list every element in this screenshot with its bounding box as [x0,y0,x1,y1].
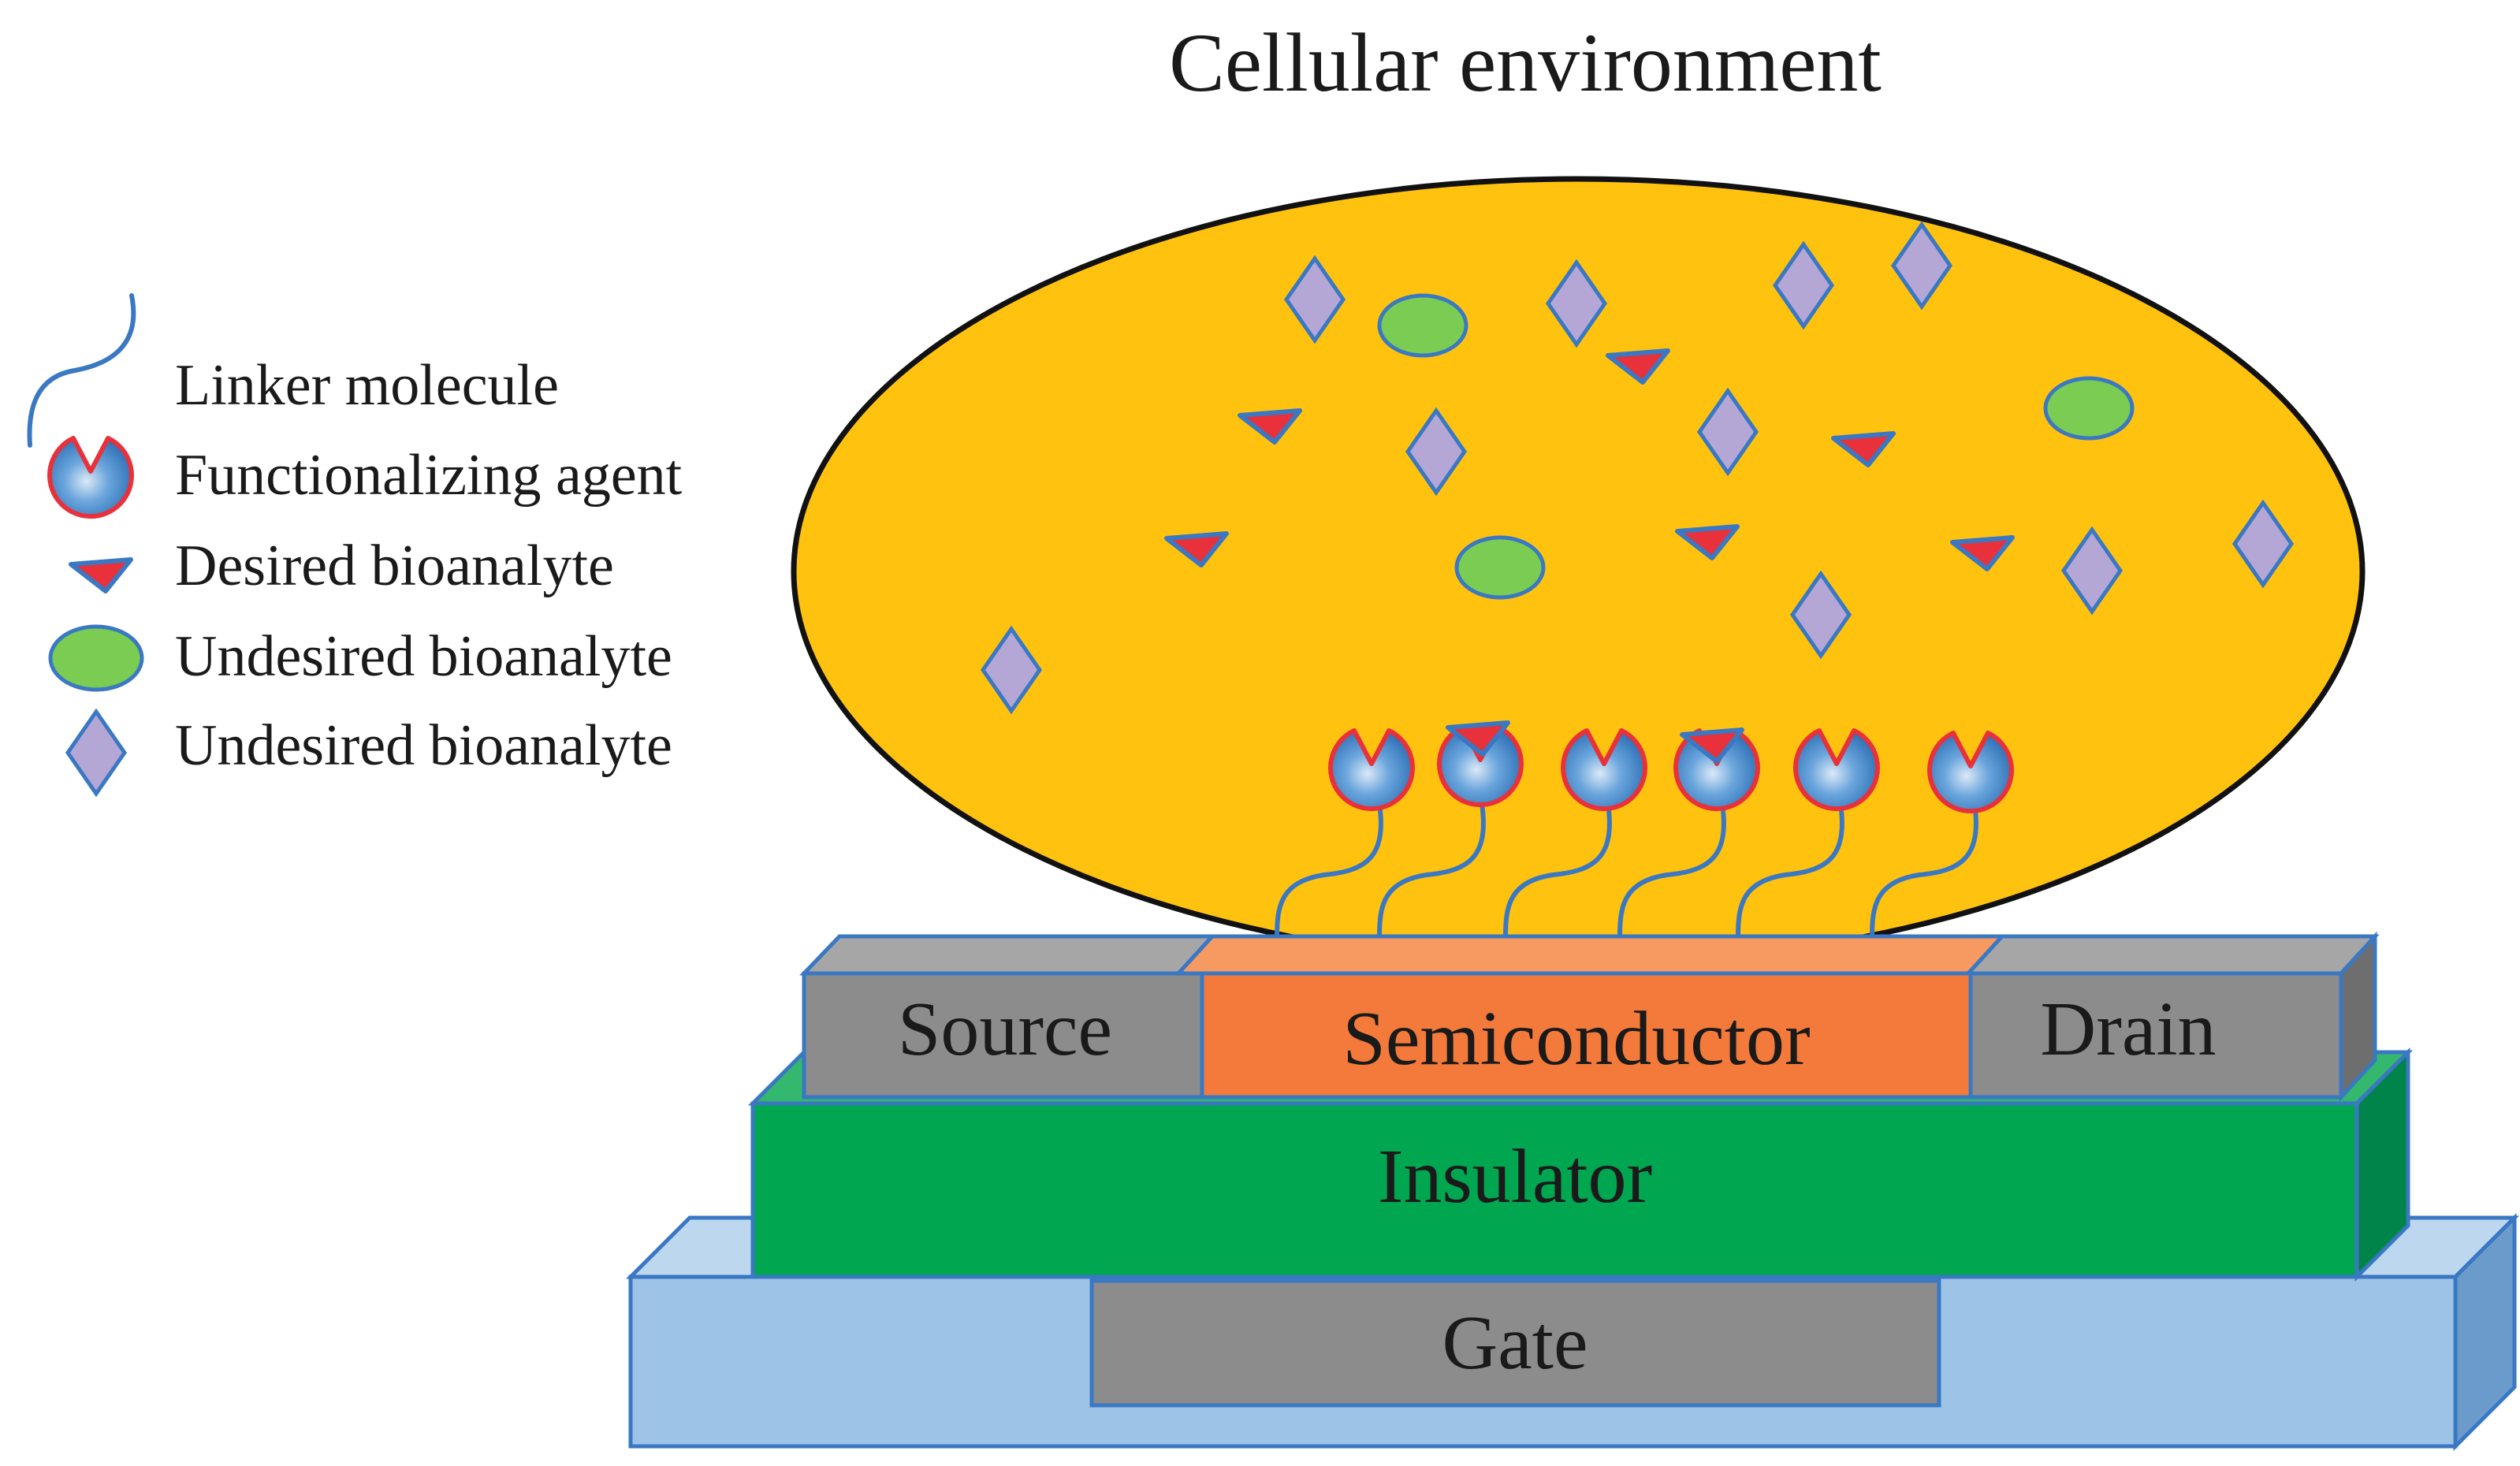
linker-icon [1617,802,1726,939]
diamond-legend-icon [68,712,125,794]
green-ellipse-icon [1377,293,1468,358]
diagram-title: Cellular environment [1169,17,1882,109]
legend-desired-label: Desired bioanalyte [175,534,614,598]
linker-icon [1275,802,1383,939]
legend-undesired-diamond-label: Undesired bioanalyte [175,713,672,778]
gate-block [1089,1278,1941,1408]
legend: Linker molecule Functionalizing agent De… [27,293,683,794]
linker-icon [1377,802,1486,939]
semiconductor-label: Semiconductor [1342,996,1810,1081]
source-label: Source [898,987,1112,1072]
linker-molecules [1275,802,1978,939]
linker-icon [1503,802,1612,939]
green-ellipse-icon [1454,535,1546,600]
green-ellipse-icon [2043,376,2135,441]
channel-layer [799,931,2380,1103]
drain-label: Drain [2040,987,2216,1072]
desired-legend-icon [71,560,131,591]
legend-undesired-ellipse-label: Undesired bioanalyte [175,624,672,689]
insulator-label: Insulator [1378,1134,1652,1219]
undesired-ellipses [1377,293,2135,600]
functionalizing-legend-icon [50,438,132,516]
linker-icon [1736,802,1844,939]
legend-functionalizing-label: Functionalizing agent [175,443,683,508]
drain-block [1968,971,2343,1100]
green-ellipse-legend-icon [48,624,144,692]
gate-label: Gate [1442,1300,1588,1386]
linker-legend-icon [27,293,136,448]
legend-linker-label: Linker molecule [175,353,559,418]
linker-icon [1870,802,1978,939]
source-block [802,971,1204,1100]
